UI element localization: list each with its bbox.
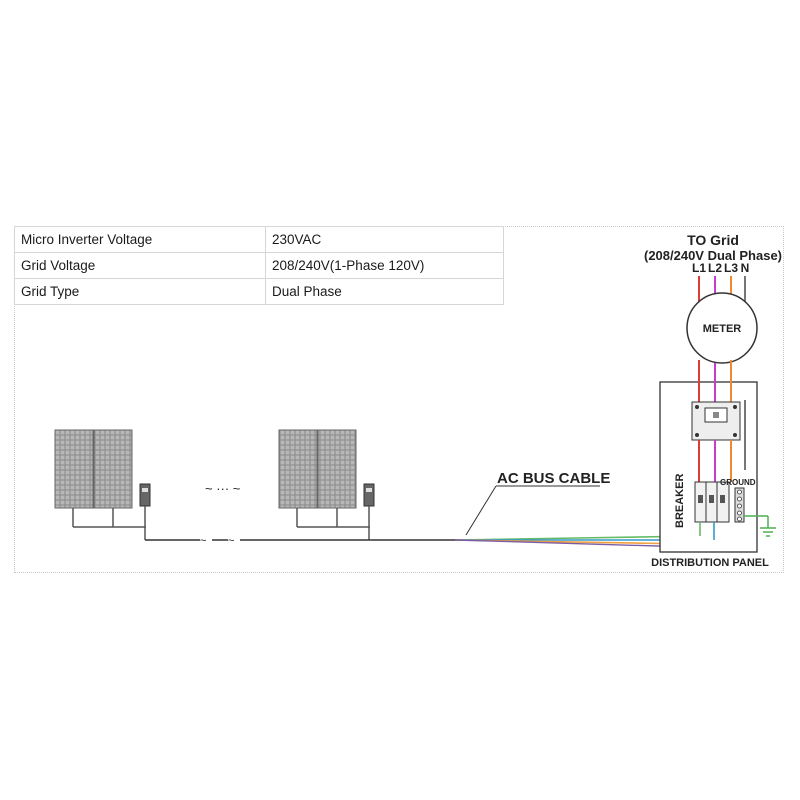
spec-value: Dual Phase <box>265 278 504 305</box>
spec-value: 230VAC <box>265 226 504 253</box>
cable-leader-line <box>465 485 497 536</box>
solar-panel <box>278 429 318 509</box>
continuation-ellipsis: ~ ··· ~ <box>205 481 241 496</box>
grid-title: TO Grid <box>687 232 739 248</box>
meter-label: METER <box>703 323 742 335</box>
table-row: Grid Voltage 208/240V(1-Phase 120V) <box>14 252 504 279</box>
line-label-l1: L1 <box>692 261 706 275</box>
ac-bus-cable <box>454 535 714 548</box>
svg-text:~: ~ <box>200 535 206 547</box>
table-row: Micro Inverter Voltage 230VAC <box>14 226 504 253</box>
solar-panel <box>54 429 94 509</box>
grid-subtitle: (208/240V Dual Phase) <box>644 248 782 263</box>
svg-text:~: ~ <box>228 535 234 547</box>
breaker-out-wires <box>699 522 715 540</box>
meter <box>686 292 758 364</box>
ground-bar <box>734 487 745 523</box>
breaker-feed-wires <box>698 400 746 482</box>
contactor-switch <box>691 401 741 441</box>
ac-bus-cable-label: AC BUS CABLE <box>497 470 610 487</box>
line-label-n: N <box>741 261 750 275</box>
table-row: Grid Type Dual Phase <box>14 278 504 305</box>
ground-wire <box>744 515 769 528</box>
panel-wires <box>698 360 732 402</box>
micro-inverter-icon <box>363 483 375 507</box>
solar-array-1 <box>54 429 151 540</box>
solar-panel <box>317 429 357 509</box>
ground-label: GROUND <box>720 478 756 487</box>
breaker <box>694 481 730 523</box>
solar-array-2 <box>278 429 375 540</box>
spec-table: Micro Inverter Voltage 230VAC Grid Volta… <box>14 226 504 305</box>
breaker-label: BREAKER <box>674 474 686 528</box>
ac-bus-trunk: ~ ~ <box>145 535 460 547</box>
micro-inverter-icon <box>139 483 151 507</box>
line-label-l3: L3 <box>724 261 738 275</box>
distribution-panel-label: DISTRIBUTION PANEL <box>651 557 769 569</box>
spec-label: Grid Type <box>14 278 266 305</box>
solar-panel <box>93 429 133 509</box>
earth-ground-icon <box>760 527 776 537</box>
line-label-l2: L2 <box>708 261 722 275</box>
